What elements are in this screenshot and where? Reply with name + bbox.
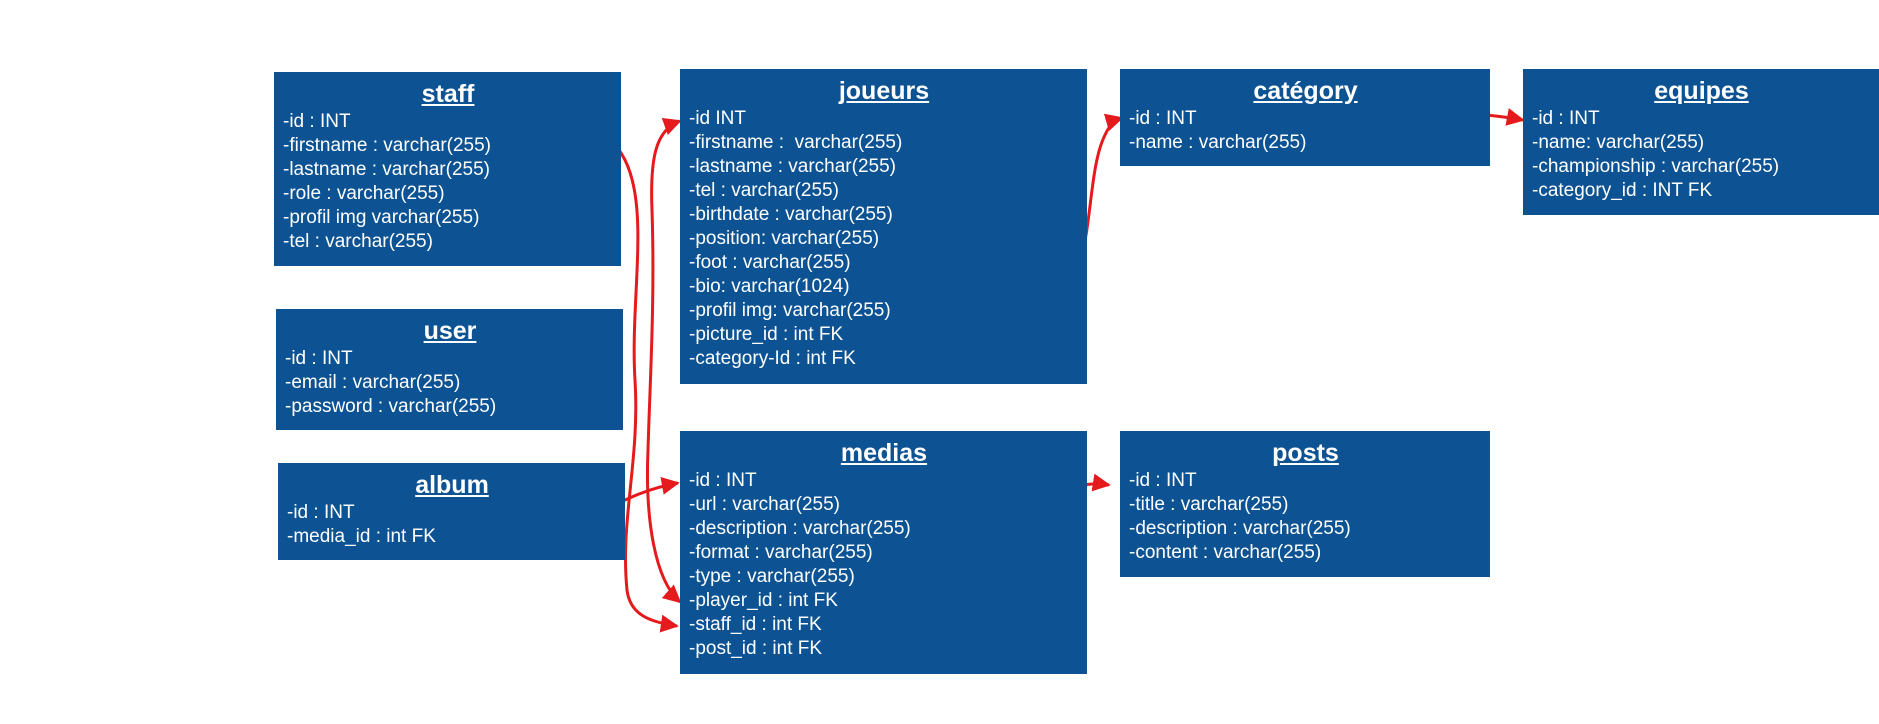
- field-email: -email : varchar(255): [285, 372, 461, 393]
- field-id: -id : INT: [1532, 108, 1600, 129]
- field-category-id: -category_id : INT FK: [1532, 180, 1713, 201]
- table-title: equipes: [1654, 77, 1749, 105]
- field-profil-img: -profil img varchar(255): [283, 207, 480, 228]
- field-title: -title : varchar(255): [1129, 494, 1289, 515]
- field-id: -id : INT: [1129, 108, 1197, 129]
- table-joueurs: joueurs -id INT -firstname : varchar(255…: [680, 69, 1087, 384]
- field-championship: -championship : varchar(255): [1532, 156, 1780, 177]
- field-category-id: -category-Id : int FK: [689, 348, 856, 369]
- table-user: user -id : INT -email : varchar(255) -pa…: [276, 309, 623, 430]
- field-bio: -bio: varchar(1024): [689, 276, 850, 297]
- table-title: user: [423, 317, 477, 345]
- table-title: joueurs: [838, 77, 930, 105]
- relation-joueurs-medias: [646, 118, 682, 604]
- table-album: album -id : INT -media_id : int FK: [278, 463, 625, 560]
- field-id: -id INT: [689, 108, 746, 129]
- table-staff: staff -id : INT -firstname : varchar(255…: [274, 72, 621, 266]
- field-name: -name: varchar(255): [1532, 132, 1705, 153]
- table-posts: posts -id : INT -title : varchar(255) -d…: [1120, 431, 1490, 577]
- field-staff-id: -staff_id : int FK: [689, 614, 822, 635]
- field-profil-img: -profil img: varchar(255): [689, 300, 891, 321]
- field-id: -id : INT: [1129, 470, 1197, 491]
- field-lastname: -lastname : varchar(255): [283, 159, 490, 180]
- field-firstname: -firstname : varchar(255): [283, 135, 492, 156]
- table-title: album: [415, 471, 489, 499]
- field-media-id: -media_id : int FK: [287, 526, 436, 547]
- table-title: catégory: [1253, 77, 1358, 105]
- table-medias: medias -id : INT -url : varchar(255) -de…: [680, 431, 1087, 674]
- field-description: -description : varchar(255): [689, 518, 911, 539]
- field-type: -type : varchar(255): [689, 566, 855, 587]
- field-role: -role : varchar(255): [283, 183, 445, 204]
- field-firstname: -firstname : varchar(255): [689, 132, 903, 153]
- field-name: -name : varchar(255): [1129, 132, 1307, 153]
- table-title: staff: [421, 80, 475, 108]
- field-post-id: -post_id : int FK: [689, 638, 823, 659]
- field-position: -position: varchar(255): [689, 228, 880, 249]
- field-player-id: -player_id : int FK: [689, 590, 838, 611]
- table-title: posts: [1272, 439, 1339, 467]
- field-id: -id : INT: [689, 470, 757, 491]
- field-content: -content : varchar(255): [1129, 542, 1322, 563]
- field-tel: -tel : varchar(255): [689, 180, 839, 201]
- field-password: -password : varchar(255): [285, 396, 497, 417]
- field-foot: -foot : varchar(255): [689, 252, 851, 273]
- field-url: -url : varchar(255): [689, 494, 840, 515]
- field-description: -description : varchar(255): [1129, 518, 1351, 539]
- field-birthdate: -birthdate : varchar(255): [689, 204, 893, 225]
- table-category: catégory -id : INT -name : varchar(255): [1120, 69, 1490, 166]
- field-format: -format : varchar(255): [689, 542, 873, 563]
- table-title: medias: [840, 439, 928, 467]
- field-id: -id : INT: [287, 502, 355, 523]
- table-equipes: equipes -id : INT -name: varchar(255) -c…: [1523, 69, 1879, 215]
- field-lastname: -lastname : varchar(255): [689, 156, 896, 177]
- field-id: -id : INT: [283, 111, 351, 132]
- field-picture-id: -picture_id : int FK: [689, 324, 844, 345]
- field-tel: -tel : varchar(255): [283, 231, 433, 252]
- field-id: -id : INT: [285, 348, 353, 369]
